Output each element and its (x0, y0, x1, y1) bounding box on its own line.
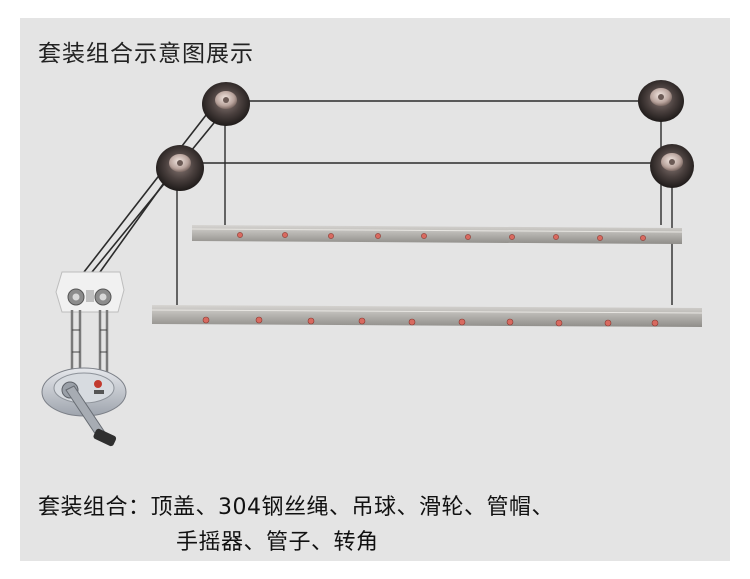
hand-crank-assembly (41, 271, 127, 447)
crank-handle (61, 381, 117, 447)
rope-back-pulley-to-left-link (83, 109, 211, 273)
crank-top-bracket (55, 271, 125, 313)
pulley-front-right (650, 144, 694, 188)
caption-line-2: 手摇器、管子、转角 (176, 530, 379, 555)
crank-rods (70, 310, 109, 372)
pulley-back-right (638, 80, 684, 122)
caption-line-1: 套装组合：顶盖、304钢丝绳、吊球、滑轮、管帽、 (38, 495, 554, 520)
rail-back (191, 225, 683, 244)
rope-left-cross (91, 117, 219, 273)
diagram-title: 套装组合示意图展示 (38, 41, 254, 67)
pulley-front-left (156, 145, 204, 191)
background-panel (20, 18, 730, 561)
top-ropes (83, 100, 655, 273)
pulley-back-left (202, 82, 250, 126)
hanging-ropes (176, 120, 673, 305)
rail-front (151, 305, 703, 327)
